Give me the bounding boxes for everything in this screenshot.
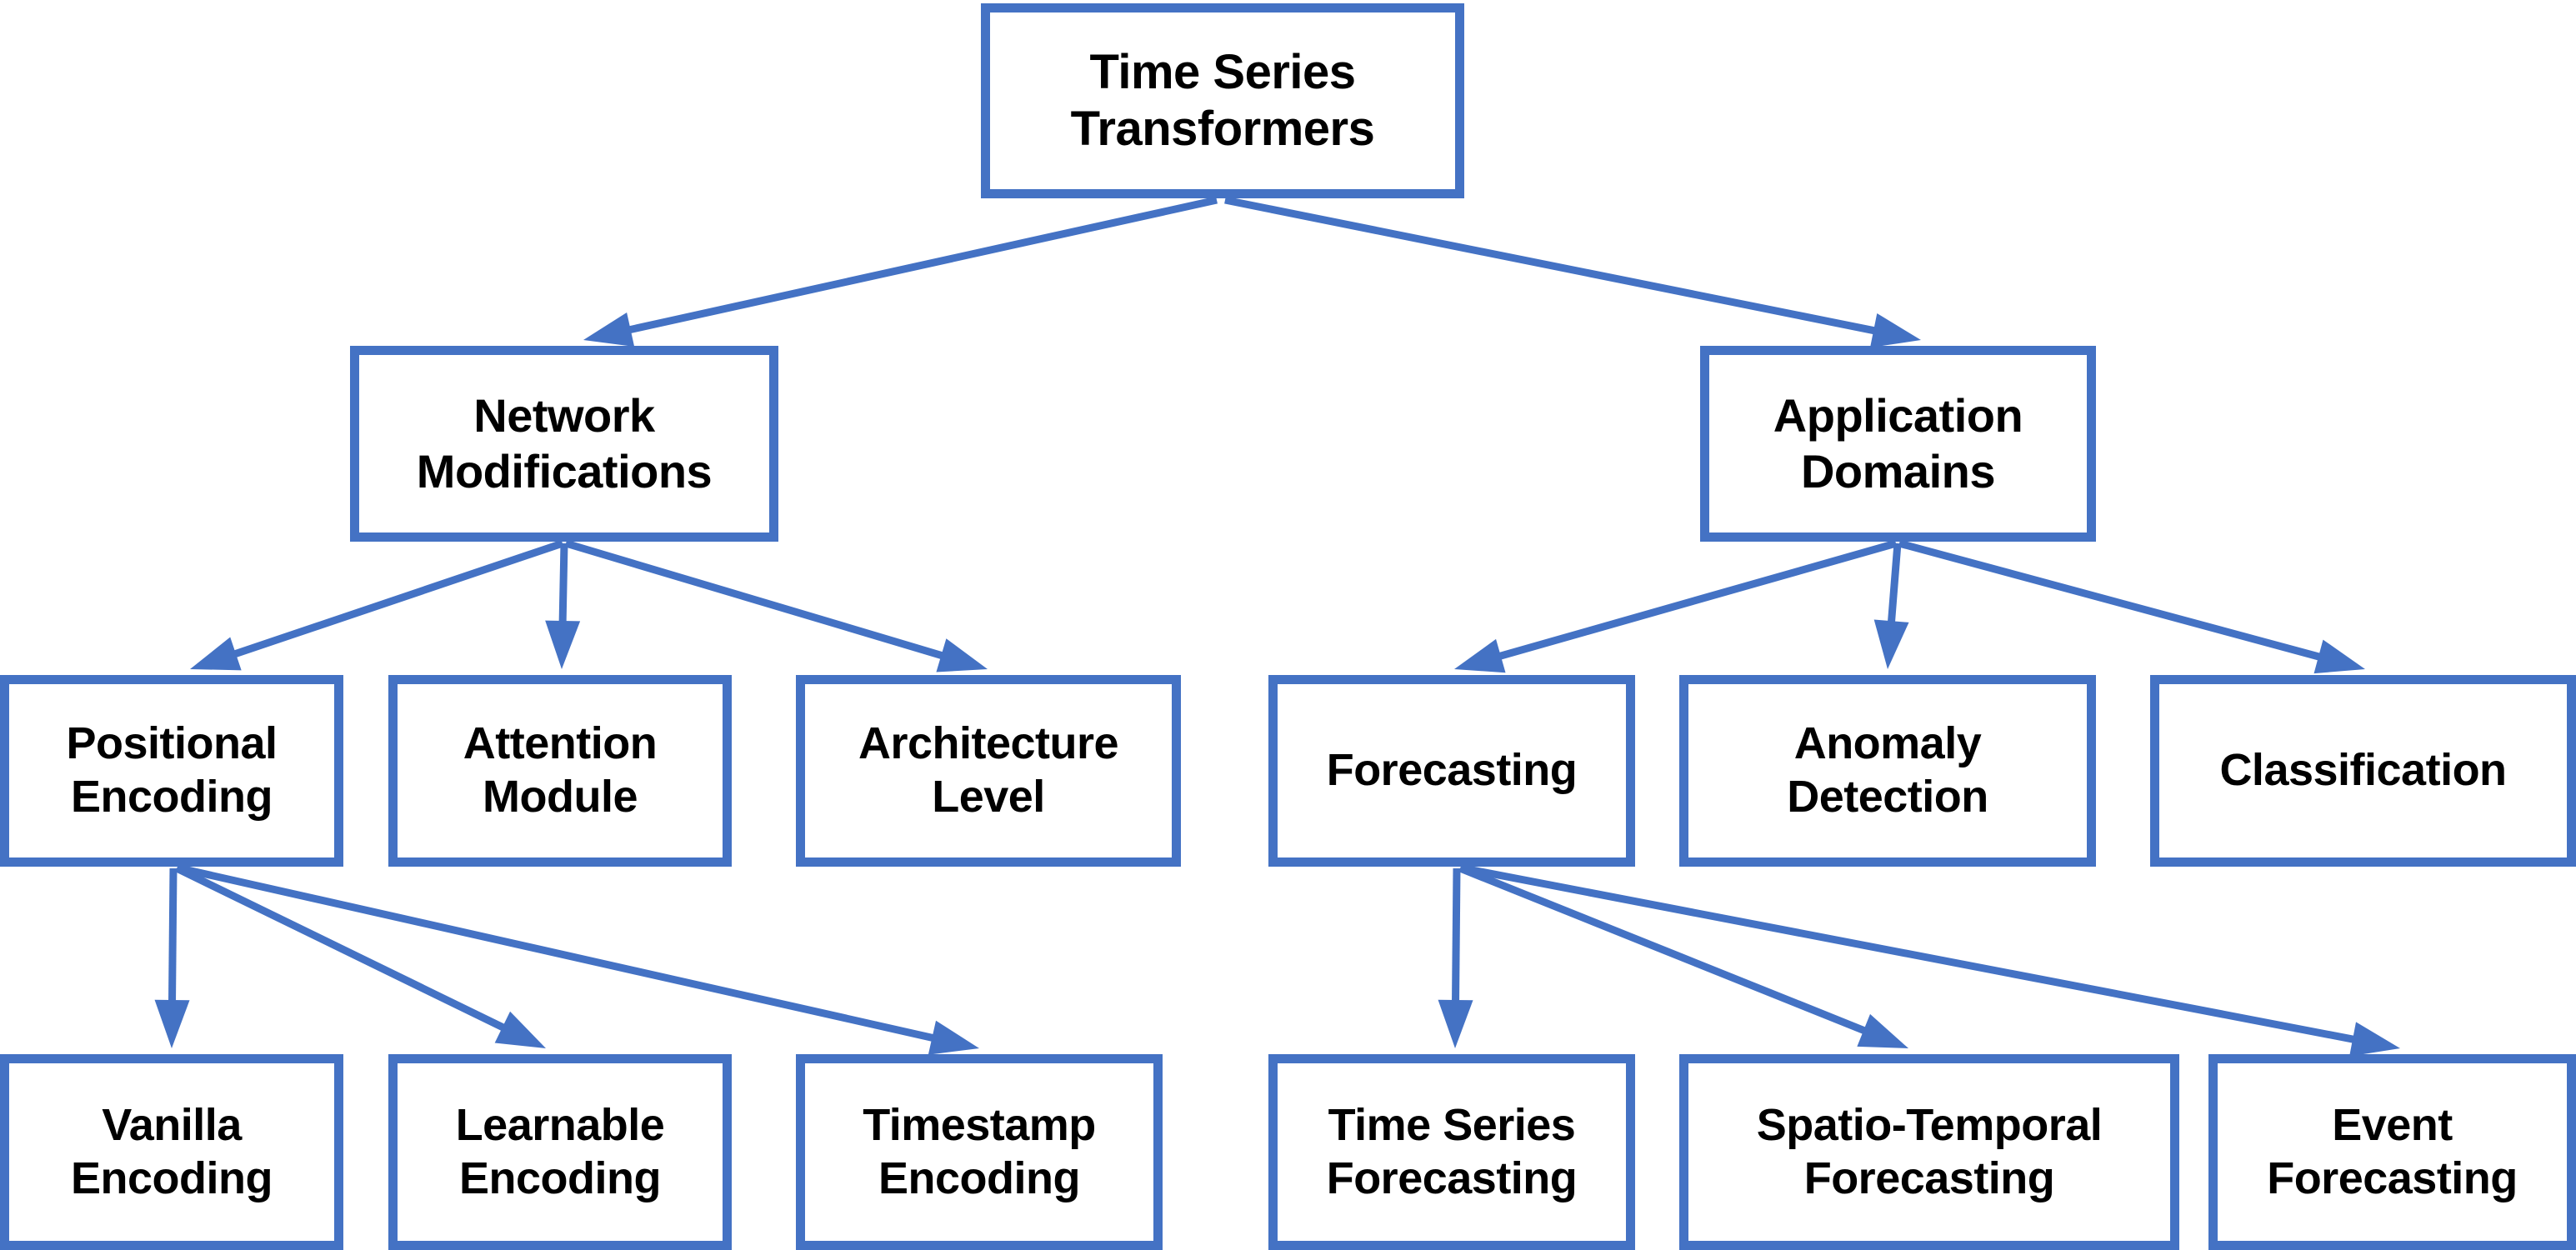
edge-positional-encoding-to-vanilla-encoding [154,868,190,1048]
node-label-application-domains: Application Domains [1773,389,2023,498]
edge-line [1898,539,2328,662]
node-label-spatio-temporal-forecasting: Spatio-Temporal Forecasting [1756,1099,2103,1203]
arrowhead-icon [1438,999,1473,1048]
node-label-learnable-encoding: Learnable Encoding [455,1099,665,1203]
node-forecasting[interactable]: Forecasting [1268,675,1635,867]
edge-line [1491,539,1898,662]
node-time-series-forecasting[interactable]: Time Series Forecasting [1268,1054,1635,1250]
edge-network-modifications-to-architecture-level [564,539,988,672]
node-classification[interactable]: Classification [2150,675,2576,867]
edge-positional-encoding-to-learnable-encoding [175,864,546,1048]
edge-root-to-network-modifications [583,196,1218,347]
edge-forecasting-to-spatio-temporal-forecasting [1458,864,1908,1048]
edge-forecasting-to-time-series-forecasting [1438,868,1473,1048]
edge-application-domains-to-anomaly-detection [1873,542,1909,669]
node-root[interactable]: Time Series Transformers [981,3,1464,198]
node-application-domains[interactable]: Application Domains [1700,346,2096,542]
arrowhead-icon [2349,1022,2400,1057]
arrowhead-icon [1869,312,1921,348]
node-label-positional-encoding: Positional Encoding [66,718,278,822]
edge-line [1463,864,2362,1045]
edge-network-modifications-to-attention-module [545,542,581,669]
edge-line [621,196,1218,336]
node-timestamp-encoding[interactable]: Timestamp Encoding [796,1054,1163,1250]
node-vanilla-encoding[interactable]: Vanilla Encoding [0,1054,343,1250]
node-label-timestamp-encoding: Timestamp Encoding [863,1099,1096,1203]
edge-application-domains-to-classification [1898,539,2365,674]
node-label-root: Time Series Transformers [1070,44,1375,156]
arrowhead-icon [1454,638,1506,673]
arrowhead-icon [928,1020,979,1055]
edge-line [175,864,512,1035]
arrowhead-icon [494,1011,546,1048]
node-anomaly-detection[interactable]: Anomaly Detection [1679,675,2096,867]
edge-forecasting-to-event-forecasting [1463,864,2400,1057]
node-event-forecasting[interactable]: Event Forecasting [2208,1054,2576,1250]
node-positional-encoding[interactable]: Positional Encoding [0,675,343,867]
edge-line [1451,868,1461,1009]
arrowhead-icon [936,638,988,672]
node-label-event-forecasting: Event Forecasting [2267,1099,2518,1203]
edge-line [179,864,942,1043]
arrowhead-icon [1873,619,1909,669]
node-label-classification: Classification [2219,745,2507,796]
node-label-network-modifications: Network Modifications [416,389,713,498]
edge-line [564,539,951,662]
node-label-vanilla-encoding: Vanilla Encoding [71,1099,273,1203]
edge-line [1887,542,1902,630]
node-label-anomaly-detection: Anomaly Detection [1787,718,1988,822]
arrowhead-icon [1857,1013,1908,1048]
node-network-modifications[interactable]: Network Modifications [350,346,778,542]
node-label-time-series-forecasting: Time Series Forecasting [1326,1099,1578,1203]
arrowhead-icon [190,637,242,671]
edge-line [558,542,568,630]
arrowhead-icon [2313,639,2365,674]
edge-network-modifications-to-positional-encoding [190,539,564,671]
node-learnable-encoding[interactable]: Learnable Encoding [388,1054,732,1250]
arrowhead-icon [545,620,581,669]
edge-positional-encoding-to-timestamp-encoding [179,864,979,1055]
edge-application-domains-to-forecasting [1454,539,1898,673]
arrowhead-icon [583,312,635,347]
edge-line [168,868,178,1009]
arrowhead-icon [154,999,190,1048]
edge-root-to-application-domains [1224,196,1921,348]
node-attention-module[interactable]: Attention Module [388,675,732,867]
edge-line [1224,196,1883,336]
node-label-attention-module: Attention Module [463,718,658,822]
node-architecture-level[interactable]: Architecture Level [796,675,1181,867]
edge-line [1458,864,1873,1038]
node-label-architecture-level: Architecture Level [858,718,1119,822]
node-spatio-temporal-forecasting[interactable]: Spatio-Temporal Forecasting [1679,1054,2179,1250]
node-label-forecasting: Forecasting [1326,745,1578,796]
edge-line [227,539,564,660]
